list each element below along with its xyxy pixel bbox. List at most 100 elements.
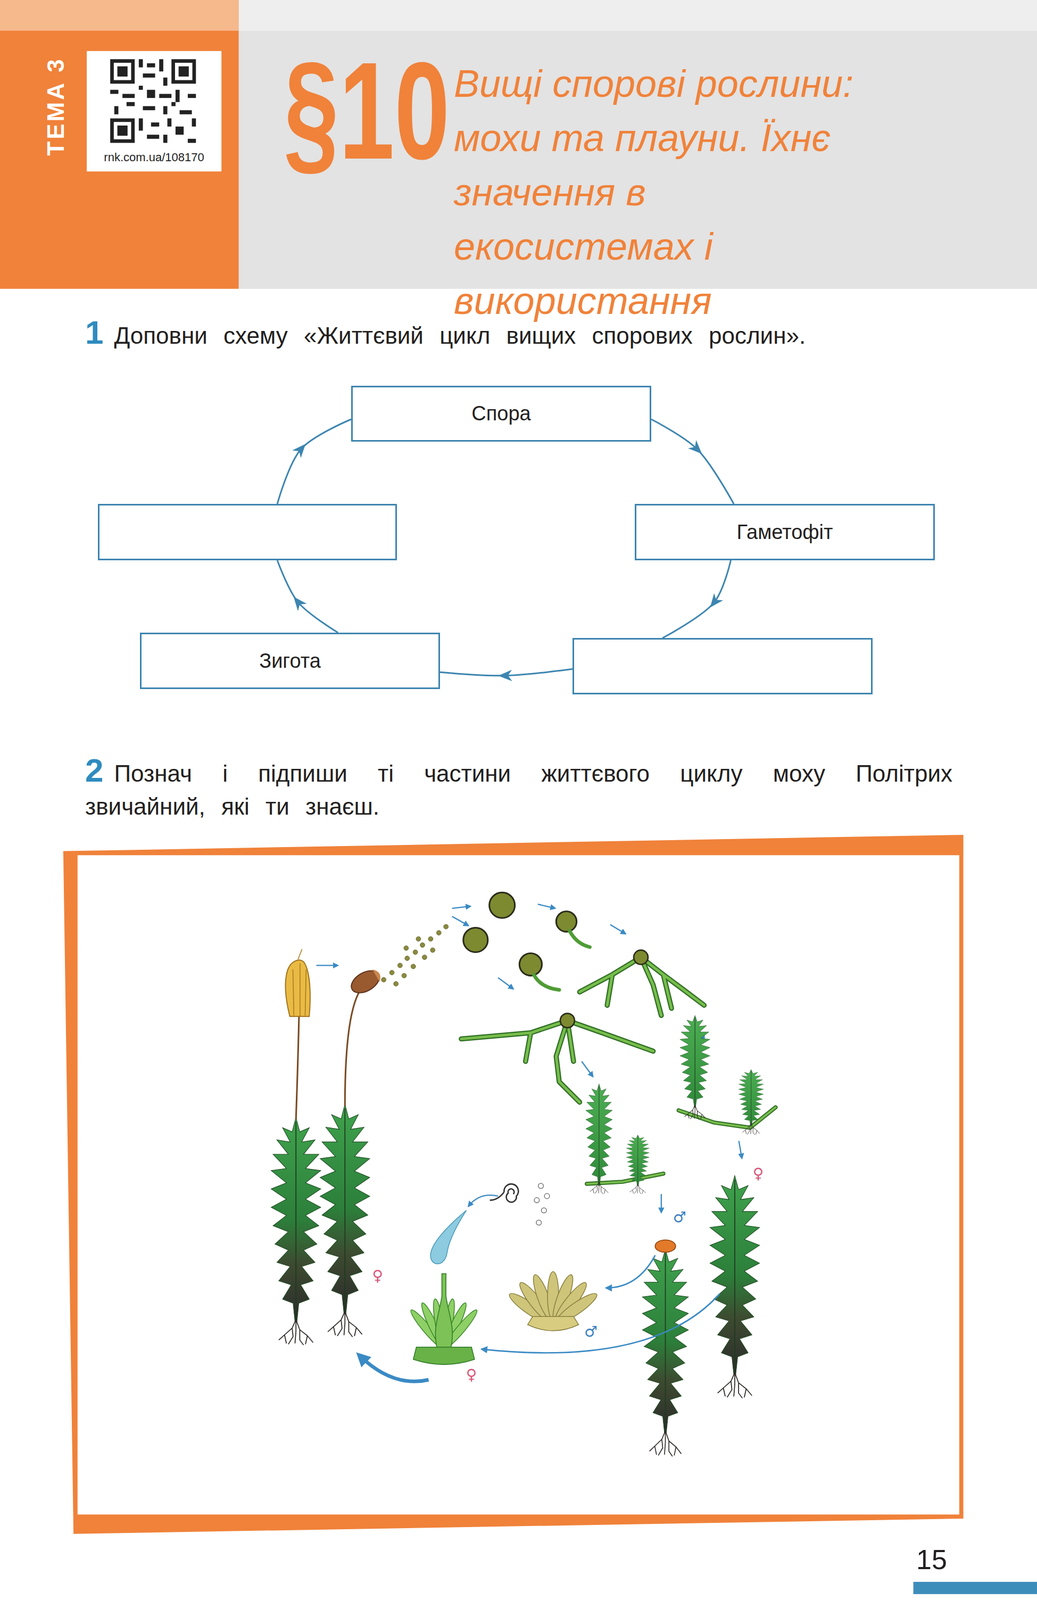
male-symbol: ♂ — [584, 1324, 598, 1340]
moss-plant — [320, 1104, 370, 1314]
male-moss-plant — [642, 1249, 688, 1433]
qr-code — [167, 118, 172, 127]
qr-code — [159, 59, 164, 72]
protonema — [461, 1020, 654, 1102]
task-number: 1 — [85, 313, 104, 351]
rhizoids — [717, 1372, 752, 1399]
young-moss — [585, 1083, 613, 1186]
cycle-box: Гаметофіт — [634, 503, 935, 561]
rhizoids — [649, 1430, 682, 1457]
cycle-arrow — [277, 560, 338, 633]
female-symbol: ♀ — [752, 1166, 765, 1182]
qr-code — [143, 105, 156, 111]
qr-code — [114, 105, 119, 114]
archegonia — [413, 1347, 475, 1365]
sperm-drop — [430, 1210, 467, 1265]
cycle-box: Зигота — [139, 632, 441, 690]
box-label: Зигота — [259, 649, 321, 673]
qr-code — [110, 59, 135, 84]
spore-cells — [463, 892, 577, 976]
spores — [401, 973, 407, 978]
task-one: 1Доповни схему «Життєвий цикл вищих спор… — [85, 316, 953, 353]
spores — [393, 981, 399, 987]
seta — [295, 1015, 300, 1120]
top-strip-orange — [0, 0, 239, 31]
cycle-arrow — [277, 419, 352, 504]
qr-card — [86, 51, 222, 172]
qr-code — [117, 66, 128, 77]
spores — [381, 924, 449, 986]
antheridia — [536, 1220, 542, 1226]
qr-code — [159, 93, 172, 98]
antheridia — [534, 1183, 550, 1226]
young-moss — [679, 1015, 711, 1108]
blank-box — [97, 503, 397, 561]
spores — [428, 936, 434, 942]
spores — [430, 947, 436, 953]
small-arrow — [468, 1195, 499, 1207]
qr-code — [117, 125, 128, 136]
task-text: Познач і підпиши ті частини життєвого ци… — [85, 760, 953, 820]
spores — [421, 955, 427, 960]
small-arrows — [581, 1061, 593, 1077]
qr-link: rnk.com.ua/108170 — [88, 151, 220, 164]
spores — [416, 936, 421, 942]
qr-code — [192, 118, 197, 127]
qr-code — [175, 89, 180, 103]
female-moss-plant — [709, 1175, 760, 1375]
archegonia — [408, 1273, 480, 1365]
protonema — [579, 957, 704, 1016]
qr-code — [138, 59, 144, 68]
rhizoids — [278, 1319, 313, 1346]
spores — [381, 977, 387, 983]
qr-code — [171, 59, 196, 84]
spores — [436, 930, 442, 936]
cycle-arrow — [359, 1355, 429, 1382]
rhizoids — [684, 1105, 706, 1120]
capsule — [347, 965, 385, 998]
heading-title: Вищі спорові рослини: мохи та плауни. Їх… — [453, 56, 896, 328]
qr-code — [126, 102, 135, 107]
topic-label: ТЕМА 3 — [44, 56, 68, 156]
small-arrows — [452, 906, 471, 909]
qr-code — [171, 102, 176, 107]
cycle-arrow — [651, 419, 734, 504]
spores — [420, 942, 426, 948]
spores — [410, 964, 416, 969]
female-symbol: ♀ — [371, 1268, 384, 1284]
page-bar — [913, 1581, 1037, 1595]
spore-cells — [489, 892, 516, 918]
qr-code — [138, 85, 144, 90]
qr-code — [178, 66, 189, 77]
blank-box — [572, 637, 873, 695]
protonema — [579, 957, 704, 1016]
qr-code — [163, 77, 168, 86]
cycle-arrow — [440, 668, 573, 676]
task-number: 2 — [85, 751, 104, 789]
qr-code — [113, 121, 132, 140]
small-arrow — [316, 964, 338, 966]
qr-code — [113, 62, 132, 81]
spore-cells — [556, 911, 577, 932]
small-arrows — [610, 924, 626, 934]
small-arrows — [739, 1140, 743, 1159]
spore-cells — [463, 927, 488, 952]
spores — [443, 924, 449, 929]
page-number: 15 — [916, 1545, 948, 1574]
seta — [344, 991, 360, 1107]
qr-code — [122, 93, 135, 98]
spore-cells — [519, 952, 542, 976]
paragraph-number: §10 — [283, 41, 450, 180]
spore-cell — [633, 950, 649, 965]
cycle-arrow — [606, 1255, 655, 1288]
qr-code — [179, 110, 193, 115]
box-label: Спора — [471, 402, 531, 426]
spores — [412, 949, 418, 955]
protonema — [461, 1020, 654, 1102]
spores — [397, 963, 403, 968]
rhizoids — [590, 1181, 609, 1194]
qr-code — [138, 118, 144, 131]
young-moss — [626, 1134, 650, 1186]
task-two: 2Познач і підпиши ті частини життєвого ц… — [85, 753, 953, 824]
qr-code — [146, 89, 155, 98]
